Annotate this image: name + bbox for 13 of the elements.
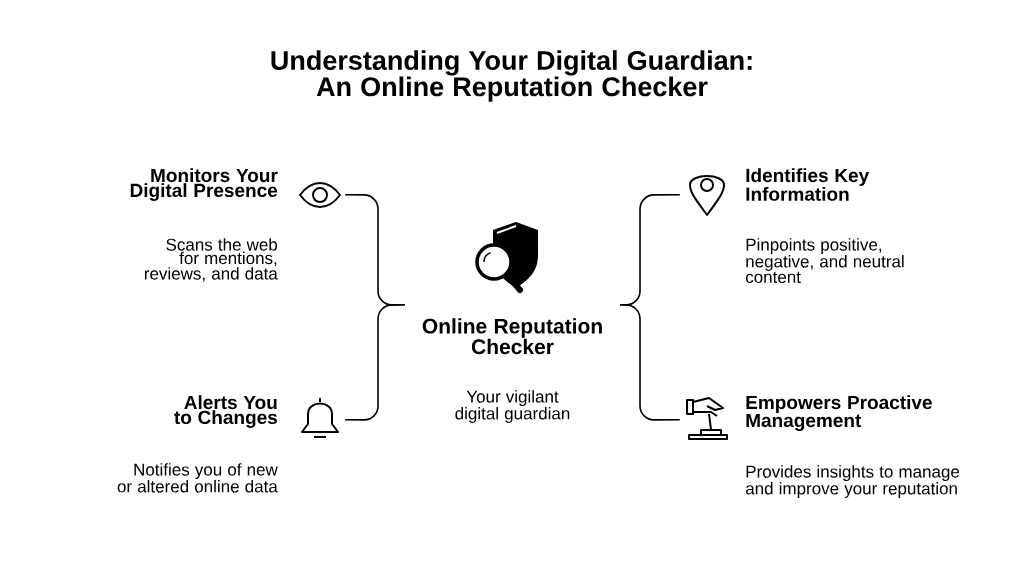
description: Provides insights to manage and improve your reputation <box>745 465 960 498</box>
description: Notifies you of new or altered online data <box>117 463 278 493</box>
heading: Monitors Your Digital Presence <box>130 168 278 201</box>
brace-line <box>344 304 406 421</box>
description: Scans the web for mentions, reviews, and data <box>144 238 278 282</box>
heading: Empowers Proactive Management <box>746 395 932 431</box>
title: Understanding Your Digital Guardian: An Online Reputation Checker <box>271 50 752 102</box>
heading: Alerts You to Changes <box>174 395 277 428</box>
heading: Online Reputation Checker <box>422 318 602 355</box>
description: Pinpoints positive, negative, and neutral content <box>745 238 904 284</box>
description: Your vigilant digital guardian <box>455 390 570 423</box>
heading: Identifies Key Information <box>746 168 870 201</box>
brace-line <box>619 304 681 421</box>
